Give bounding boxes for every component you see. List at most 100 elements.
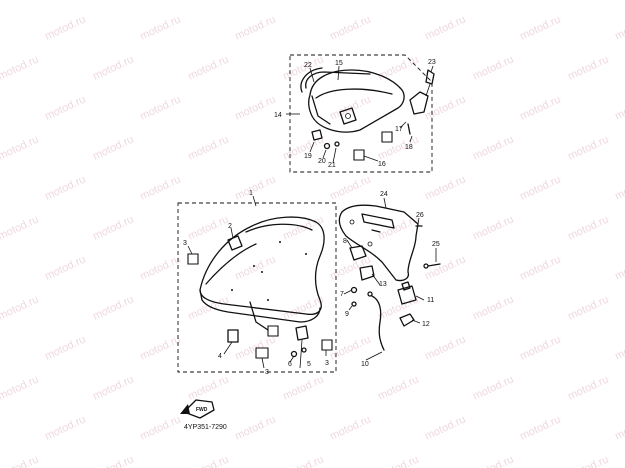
- watermark-text: motod.ru: [518, 413, 562, 442]
- watermark-text: motod.ru: [471, 133, 515, 162]
- watermark-text: motod.ru: [0, 133, 41, 162]
- watermark-text: motod.ru: [43, 93, 87, 122]
- watermark-text: motod.ru: [0, 453, 41, 468]
- watermark-text: motod.ru: [518, 253, 562, 282]
- watermark-text: motod.ru: [376, 373, 420, 402]
- watermark-text: motod.ru: [0, 53, 41, 82]
- callout-24: 24: [380, 191, 388, 198]
- watermark-text: motod.ru: [423, 253, 467, 282]
- diagram-code: 4YP351-7290: [184, 424, 227, 431]
- main-seat-group: [177, 195, 337, 373]
- watermark-text: motod.ru: [281, 373, 325, 402]
- callout-5: 5: [307, 361, 311, 368]
- watermark-text: motod.ru: [471, 0, 515, 3]
- callout-3a: 3: [183, 240, 187, 247]
- watermark-text: motod.ru: [91, 0, 135, 3]
- watermark-text: motod.ru: [43, 13, 87, 42]
- callout-13: 13: [379, 281, 387, 288]
- callout-19: 19: [304, 153, 312, 160]
- callout-7: 7: [340, 291, 344, 298]
- watermark-text: motod.ru: [138, 333, 182, 362]
- callout-17: 17: [395, 126, 403, 133]
- watermark-text: motod.ru: [186, 0, 230, 3]
- watermark-text: motod.ru: [0, 293, 41, 322]
- watermark-text: motod.ru: [91, 293, 135, 322]
- watermark-text: motod.ru: [328, 413, 372, 442]
- watermark-text: motod.ru: [0, 213, 41, 242]
- watermark-text: motod.ru: [613, 93, 625, 122]
- callout-1: 1: [249, 190, 253, 197]
- callout-4: 4: [218, 353, 222, 360]
- callout-25: 25: [432, 241, 440, 248]
- watermark-text: motod.ru: [0, 373, 41, 402]
- watermark-text: motod.ru: [91, 373, 135, 402]
- watermark-text: motod.ru: [423, 13, 467, 42]
- watermark-text: motod.ru: [471, 213, 515, 242]
- watermark-text: motod.ru: [186, 293, 230, 322]
- watermark-text: motod.ru: [328, 333, 372, 362]
- watermark-text: motod.ru: [91, 213, 135, 242]
- watermark-text: motod.ru: [43, 413, 87, 442]
- watermark-text: motod.ru: [328, 13, 372, 42]
- watermark-text: motod.ru: [566, 293, 610, 322]
- watermark-text: motod.ru: [138, 93, 182, 122]
- callout-9: 9: [345, 311, 349, 318]
- watermark-text: motod.ru: [518, 93, 562, 122]
- watermark-text: motod.ru: [0, 0, 41, 3]
- callout-23: 23: [428, 59, 436, 66]
- watermark-text: motod.ru: [376, 453, 420, 468]
- watermark-text: motod.ru: [566, 133, 610, 162]
- watermark-text: motod.ru: [566, 373, 610, 402]
- callout-2: 2: [228, 223, 232, 230]
- watermark-text: motod.ru: [186, 133, 230, 162]
- callout-11: 11: [427, 297, 434, 304]
- watermark-text: motod.ru: [566, 453, 610, 468]
- watermark-text: motod.ru: [613, 173, 625, 202]
- watermark-text: motod.ru: [186, 53, 230, 82]
- watermark-text: motod.ru: [138, 173, 182, 202]
- bracket-lock-group: [338, 197, 441, 361]
- watermark-text: motod.ru: [186, 373, 230, 402]
- watermark-text: motod.ru: [423, 413, 467, 442]
- callout-26: 26: [416, 212, 424, 219]
- watermark-text: motod.ru: [613, 253, 625, 282]
- watermark-text: motod.ru: [91, 133, 135, 162]
- callout-3b: 3: [265, 369, 269, 376]
- watermark-text: motod.ru: [186, 213, 230, 242]
- watermark-text: motod.ru: [518, 333, 562, 362]
- front-arrow-label: FWD: [196, 407, 208, 413]
- watermark-text: motod.ru: [566, 53, 610, 82]
- callout-18: 18: [405, 144, 413, 151]
- watermark-text: motod.ru: [43, 333, 87, 362]
- watermark-text: motod.ru: [613, 413, 625, 442]
- watermark-text: motod.ru: [233, 253, 277, 282]
- watermark-text: motod.ru: [91, 53, 135, 82]
- watermark-text: motod.ru: [518, 13, 562, 42]
- watermark-text: motod.ru: [43, 253, 87, 282]
- watermark-text: motod.ru: [233, 413, 277, 442]
- callout-10: 10: [361, 361, 369, 368]
- watermark-text: motod.ru: [518, 173, 562, 202]
- callout-8: 8: [343, 238, 347, 245]
- callout-20: 20: [318, 158, 326, 165]
- watermark-text: motod.ru: [43, 173, 87, 202]
- callout-3c: 3: [325, 360, 329, 367]
- watermark-text: motod.ru: [281, 453, 325, 468]
- watermark-text: motod.ru: [471, 373, 515, 402]
- watermark-text: motod.ru: [471, 453, 515, 468]
- callout-21: 21: [328, 162, 336, 169]
- watermark-text: motod.ru: [328, 173, 372, 202]
- watermark-text: motod.ru: [281, 0, 325, 3]
- callout-labels: 1 2 3 3 3 4 5 6 7 8 9 10 11 12 13 14 15 …: [183, 59, 440, 376]
- watermark-text: motod.ru: [423, 173, 467, 202]
- callout-12: 12: [422, 321, 430, 328]
- watermark-text: motod.ru: [233, 93, 277, 122]
- watermark-text: motod.ru: [471, 293, 515, 322]
- watermark-text: motod.ru: [423, 93, 467, 122]
- watermark-text: motod.ru: [376, 53, 420, 82]
- callout-16: 16: [378, 161, 386, 168]
- rear-seat-group: [286, 54, 435, 173]
- watermark-text: motod.ru: [613, 13, 625, 42]
- watermark-text: motod.ru: [376, 0, 420, 3]
